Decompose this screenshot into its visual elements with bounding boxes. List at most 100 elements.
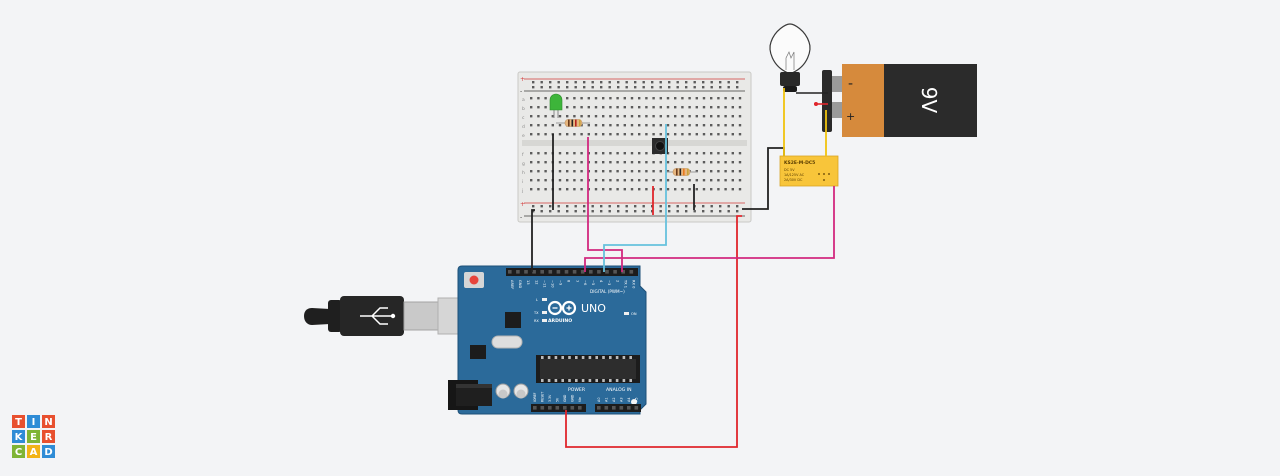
breadboard-hole[interactable] [573, 170, 576, 173]
rail-hole[interactable] [727, 81, 730, 84]
rail-hole[interactable] [651, 81, 654, 84]
wire-5v-power[interactable] [565, 215, 742, 448]
breadboard-hole[interactable] [738, 179, 742, 182]
breadboard-hole[interactable] [530, 115, 533, 118]
breadboard-hole[interactable] [738, 188, 742, 191]
breadboard-hole[interactable] [710, 115, 713, 118]
header-pin[interactable] [555, 406, 560, 410]
breadboard-hole[interactable] [537, 124, 540, 127]
breadboard-hole[interactable] [566, 97, 569, 100]
breadboard-hole[interactable] [666, 179, 670, 182]
rail-hole[interactable] [710, 86, 713, 89]
rail-hole[interactable] [549, 205, 552, 208]
header-pin[interactable] [589, 270, 593, 274]
breadboard-hole[interactable] [580, 170, 583, 173]
breadboard-hole[interactable] [537, 106, 540, 109]
rail-hole[interactable] [583, 81, 586, 84]
rail-hole[interactable] [532, 81, 535, 84]
rail-hole[interactable] [693, 86, 696, 89]
breadboard-hole[interactable] [666, 170, 670, 173]
rail-hole[interactable] [557, 86, 560, 89]
rail-hole[interactable] [736, 86, 739, 89]
breadboard-hole[interactable] [623, 124, 626, 127]
breadboard-hole[interactable] [666, 161, 670, 164]
rail-hole[interactable] [736, 205, 739, 208]
rail-hole[interactable] [591, 86, 594, 89]
breadboard[interactable]: a b c d e f g h i j + - + - [517, 71, 752, 223]
rail-hole[interactable] [600, 210, 603, 213]
breadboard-hole[interactable] [594, 161, 598, 164]
breadboard-hole[interactable] [594, 97, 598, 100]
breadboard-hole[interactable] [616, 115, 619, 118]
breadboard-hole[interactable] [695, 106, 698, 109]
breadboard-hole[interactable] [702, 106, 706, 109]
breadboard-hole[interactable] [602, 115, 605, 118]
rail-hole[interactable] [668, 205, 671, 208]
breadboard-hole[interactable] [674, 188, 677, 191]
breadboard-hole[interactable] [652, 170, 655, 173]
rail-hole[interactable] [676, 81, 679, 84]
breadboard-hole[interactable] [580, 133, 583, 136]
breadboard-hole[interactable] [544, 188, 547, 191]
breadboard-hole[interactable] [738, 106, 742, 109]
breadboard-hole[interactable] [731, 170, 734, 173]
breadboard-hole[interactable] [630, 179, 634, 182]
breadboard-hole[interactable] [659, 115, 662, 118]
breadboard-hole[interactable] [558, 115, 562, 118]
breadboard-hole[interactable] [652, 179, 655, 182]
breadboard-hole[interactable] [594, 152, 598, 155]
breadboard-hole[interactable] [616, 179, 619, 182]
breadboard-hole[interactable] [630, 115, 634, 118]
rail-hole[interactable] [591, 210, 594, 213]
rail-hole[interactable] [583, 210, 586, 213]
rail-hole[interactable] [583, 205, 586, 208]
battery-9v[interactable]: - + 9V [822, 64, 977, 137]
breadboard-hole[interactable] [616, 152, 619, 155]
wire-button-signal[interactable] [603, 124, 667, 272]
rail-hole[interactable] [566, 205, 569, 208]
breadboard-hole[interactable] [566, 106, 569, 109]
breadboard-hole[interactable] [695, 152, 698, 155]
breadboard-hole[interactable] [587, 115, 590, 118]
breadboard-hole[interactable] [710, 170, 713, 173]
breadboard-hole[interactable] [594, 170, 598, 173]
header-pin[interactable] [621, 270, 625, 274]
header-pin[interactable] [619, 406, 624, 410]
breadboard-hole[interactable] [609, 106, 612, 109]
rail-hole[interactable] [659, 86, 662, 89]
breadboard-hole[interactable] [666, 124, 670, 127]
rail-hole[interactable] [617, 81, 620, 84]
breadboard-hole[interactable] [702, 188, 706, 191]
header-pin[interactable] [580, 270, 585, 274]
breadboard-hole[interactable] [616, 161, 619, 164]
rail-hole[interactable] [693, 210, 696, 213]
rail-hole[interactable] [685, 81, 688, 84]
breadboard-hole[interactable] [609, 115, 612, 118]
breadboard-hole[interactable] [544, 115, 547, 118]
breadboard-hole[interactable] [645, 124, 648, 127]
breadboard-hole[interactable] [580, 161, 583, 164]
breadboard-hole[interactable] [681, 152, 684, 155]
breadboard-hole[interactable] [638, 179, 641, 182]
breadboard-hole[interactable] [616, 133, 619, 136]
header-pin[interactable] [613, 270, 617, 274]
breadboard-hole[interactable] [724, 97, 727, 100]
breadboard-hole[interactable] [537, 161, 540, 164]
breadboard-hole[interactable] [666, 133, 670, 136]
breadboard-hole[interactable] [674, 124, 677, 127]
rail-hole[interactable] [625, 205, 628, 208]
breadboard-hole[interactable] [630, 170, 634, 173]
rail-hole[interactable] [566, 86, 569, 89]
breadboard-hole[interactable] [638, 106, 641, 109]
breadboard-hole[interactable] [594, 188, 598, 191]
breadboard-hole[interactable] [630, 97, 634, 100]
breadboard-hole[interactable] [652, 124, 655, 127]
header-pin[interactable] [612, 406, 616, 410]
breadboard-hole[interactable] [666, 97, 670, 100]
breadboard-hole[interactable] [587, 106, 590, 109]
rail-hole[interactable] [574, 210, 577, 213]
breadboard-hole[interactable] [623, 106, 626, 109]
breadboard-hole[interactable] [659, 106, 662, 109]
breadboard-hole[interactable] [630, 106, 634, 109]
breadboard-hole[interactable] [623, 188, 626, 191]
